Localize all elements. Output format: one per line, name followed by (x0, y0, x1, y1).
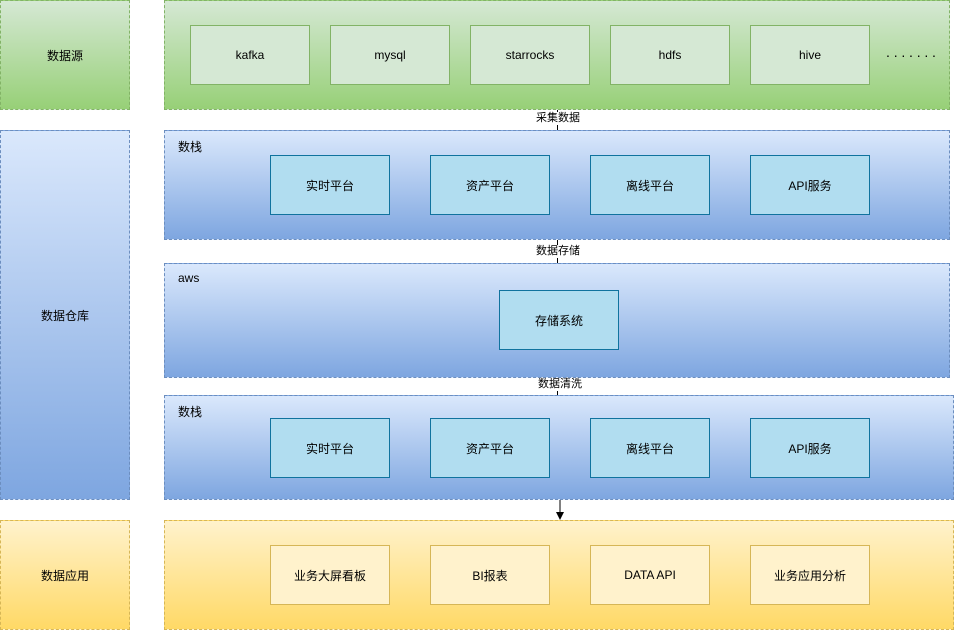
source-box-hive[interactable]: hive (750, 25, 870, 85)
lane-data-source-label: 数据源 (46, 48, 83, 63)
source-box-starrocks[interactable]: starrocks (470, 25, 590, 85)
stack-item-label: 资产平台 (465, 441, 514, 456)
stack-top-realtime-box[interactable]: 实时平台 (270, 155, 390, 215)
source-box-kafka[interactable]: kafka (190, 25, 310, 85)
stack-item-label: API服务 (788, 441, 832, 456)
stack-top-api-box[interactable]: API服务 (750, 155, 870, 215)
storage-system-box[interactable]: 存储系统 (499, 290, 619, 350)
edge-label-collect: 采集数据 (534, 111, 582, 125)
stack-bottom-realtime-box[interactable]: 实时平台 (270, 418, 390, 478)
more-sources-ellipsis: ······· (885, 47, 940, 63)
app-label: BI报表 (472, 568, 508, 583)
source-box-mysql[interactable]: mysql (330, 25, 450, 85)
source-box-hdfs[interactable]: hdfs (610, 25, 730, 85)
edge-label-store: 数据存储 (534, 244, 582, 258)
app-bi-report-box[interactable]: BI报表 (430, 545, 550, 605)
lane-data-warehouse: 数据仓库 (0, 130, 130, 500)
source-label: mysql (374, 48, 406, 62)
stack-bottom-offline-box[interactable]: 离线平台 (590, 418, 710, 478)
app-label: DATA API (624, 568, 676, 582)
stack-top-title: 数栈 (178, 140, 203, 154)
source-label: kafka (235, 48, 265, 62)
aws-title: aws (178, 271, 200, 285)
stack-item-label: 离线平台 (625, 441, 674, 456)
lane-data-application-label: 数据应用 (40, 568, 89, 583)
app-dashboard-box[interactable]: 业务大屏看板 (270, 545, 390, 605)
stack-item-label: 资产平台 (465, 178, 514, 193)
app-label: 业务应用分析 (773, 568, 846, 583)
stack-item-label: API服务 (788, 178, 832, 193)
stack-bottom-asset-box[interactable]: 资产平台 (430, 418, 550, 478)
stack-item-label: 离线平台 (625, 178, 674, 193)
arrow-down-icon (556, 500, 564, 520)
source-label: hive (798, 48, 821, 62)
app-label: 业务大屏看板 (293, 568, 366, 583)
lane-data-warehouse-label: 数据仓库 (40, 308, 89, 323)
storage-system-label: 存储系统 (534, 313, 583, 328)
lane-data-source: 数据源 (0, 0, 130, 110)
stack-top-asset-box[interactable]: 资产平台 (430, 155, 550, 215)
stack-top-offline-box[interactable]: 离线平台 (590, 155, 710, 215)
app-analysis-box[interactable]: 业务应用分析 (750, 545, 870, 605)
source-label: starrocks (505, 48, 555, 62)
lane-data-application: 数据应用 (0, 520, 130, 630)
edge-label-clean: 数据清洗 (536, 377, 584, 391)
stack-bottom-title: 数栈 (178, 405, 203, 419)
source-label: hdfs (658, 48, 682, 62)
app-data-api-box[interactable]: DATA API (590, 545, 710, 605)
stack-item-label: 实时平台 (305, 441, 354, 456)
stack-bottom-api-box[interactable]: API服务 (750, 418, 870, 478)
stack-item-label: 实时平台 (305, 178, 354, 193)
